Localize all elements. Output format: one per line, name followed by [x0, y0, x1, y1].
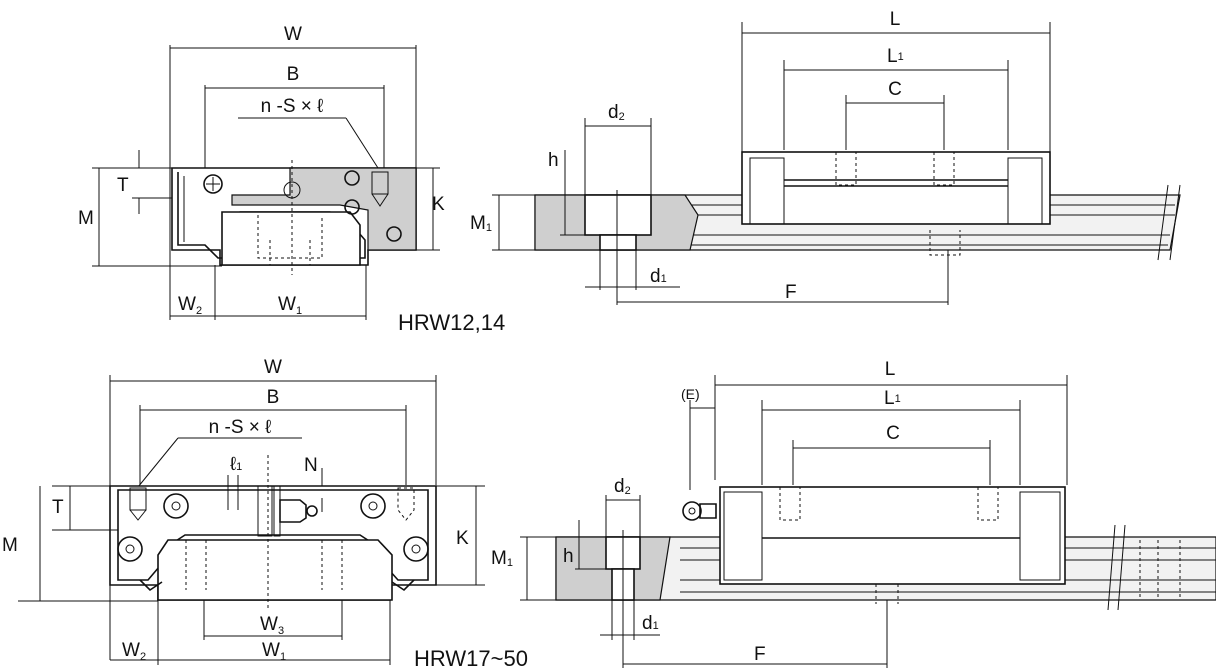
- label-F-top: F: [785, 282, 797, 303]
- label-W3: W3: [260, 614, 284, 637]
- end-view-bottom: [18, 375, 485, 665]
- label-E: (E): [681, 386, 700, 402]
- label-K: K: [432, 194, 445, 215]
- label-d1-top: d1: [650, 266, 667, 287]
- label-h-bottom: h: [563, 546, 574, 567]
- side-view-top: [492, 22, 1181, 305]
- label-W1-bottom: W1: [262, 640, 286, 663]
- label-M1-bottom: M1: [491, 548, 513, 569]
- end-view-top: [92, 45, 440, 320]
- label-K-bottom: K: [456, 528, 469, 549]
- label-M1-top: M1: [470, 213, 492, 234]
- label-B-bottom: B: [267, 387, 280, 408]
- label-W1: W1: [278, 294, 302, 317]
- label-T-bottom: T: [52, 497, 64, 518]
- label-d2-top: d2: [608, 102, 625, 123]
- label-d2-bottom: d2: [614, 476, 631, 497]
- label-M-bottom: M: [2, 535, 18, 556]
- label-n-s-l: n -S × ℓ: [261, 96, 324, 117]
- label-N: N: [304, 455, 318, 476]
- label-T: T: [117, 175, 129, 196]
- label-W2-bottom: W2: [122, 640, 146, 663]
- label-C-bottom: C: [886, 423, 900, 444]
- label-W: W: [284, 24, 302, 45]
- label-F-bottom: F: [754, 644, 766, 665]
- label-L1-bottom: L1: [884, 388, 901, 409]
- side-view-bottom: [520, 375, 1216, 668]
- label-d1-bottom: d1: [642, 613, 659, 634]
- label-L-bottom: L: [885, 359, 896, 380]
- label-W-bottom: W: [264, 357, 282, 378]
- model-title-top: HRW12,14: [398, 310, 505, 335]
- label-h-top: h: [548, 150, 559, 171]
- label-L-top: L: [890, 9, 901, 30]
- label-M: M: [78, 208, 94, 229]
- model-title-bottom: HRW17~50: [414, 646, 528, 671]
- label-L1-top: L1: [887, 46, 904, 67]
- label-l1: ℓ1: [230, 454, 242, 475]
- label-B: B: [287, 64, 300, 85]
- label-W2: W2: [178, 294, 202, 317]
- label-n-s-l-bottom: n -S × ℓ: [209, 417, 272, 438]
- label-C-top: C: [888, 79, 902, 100]
